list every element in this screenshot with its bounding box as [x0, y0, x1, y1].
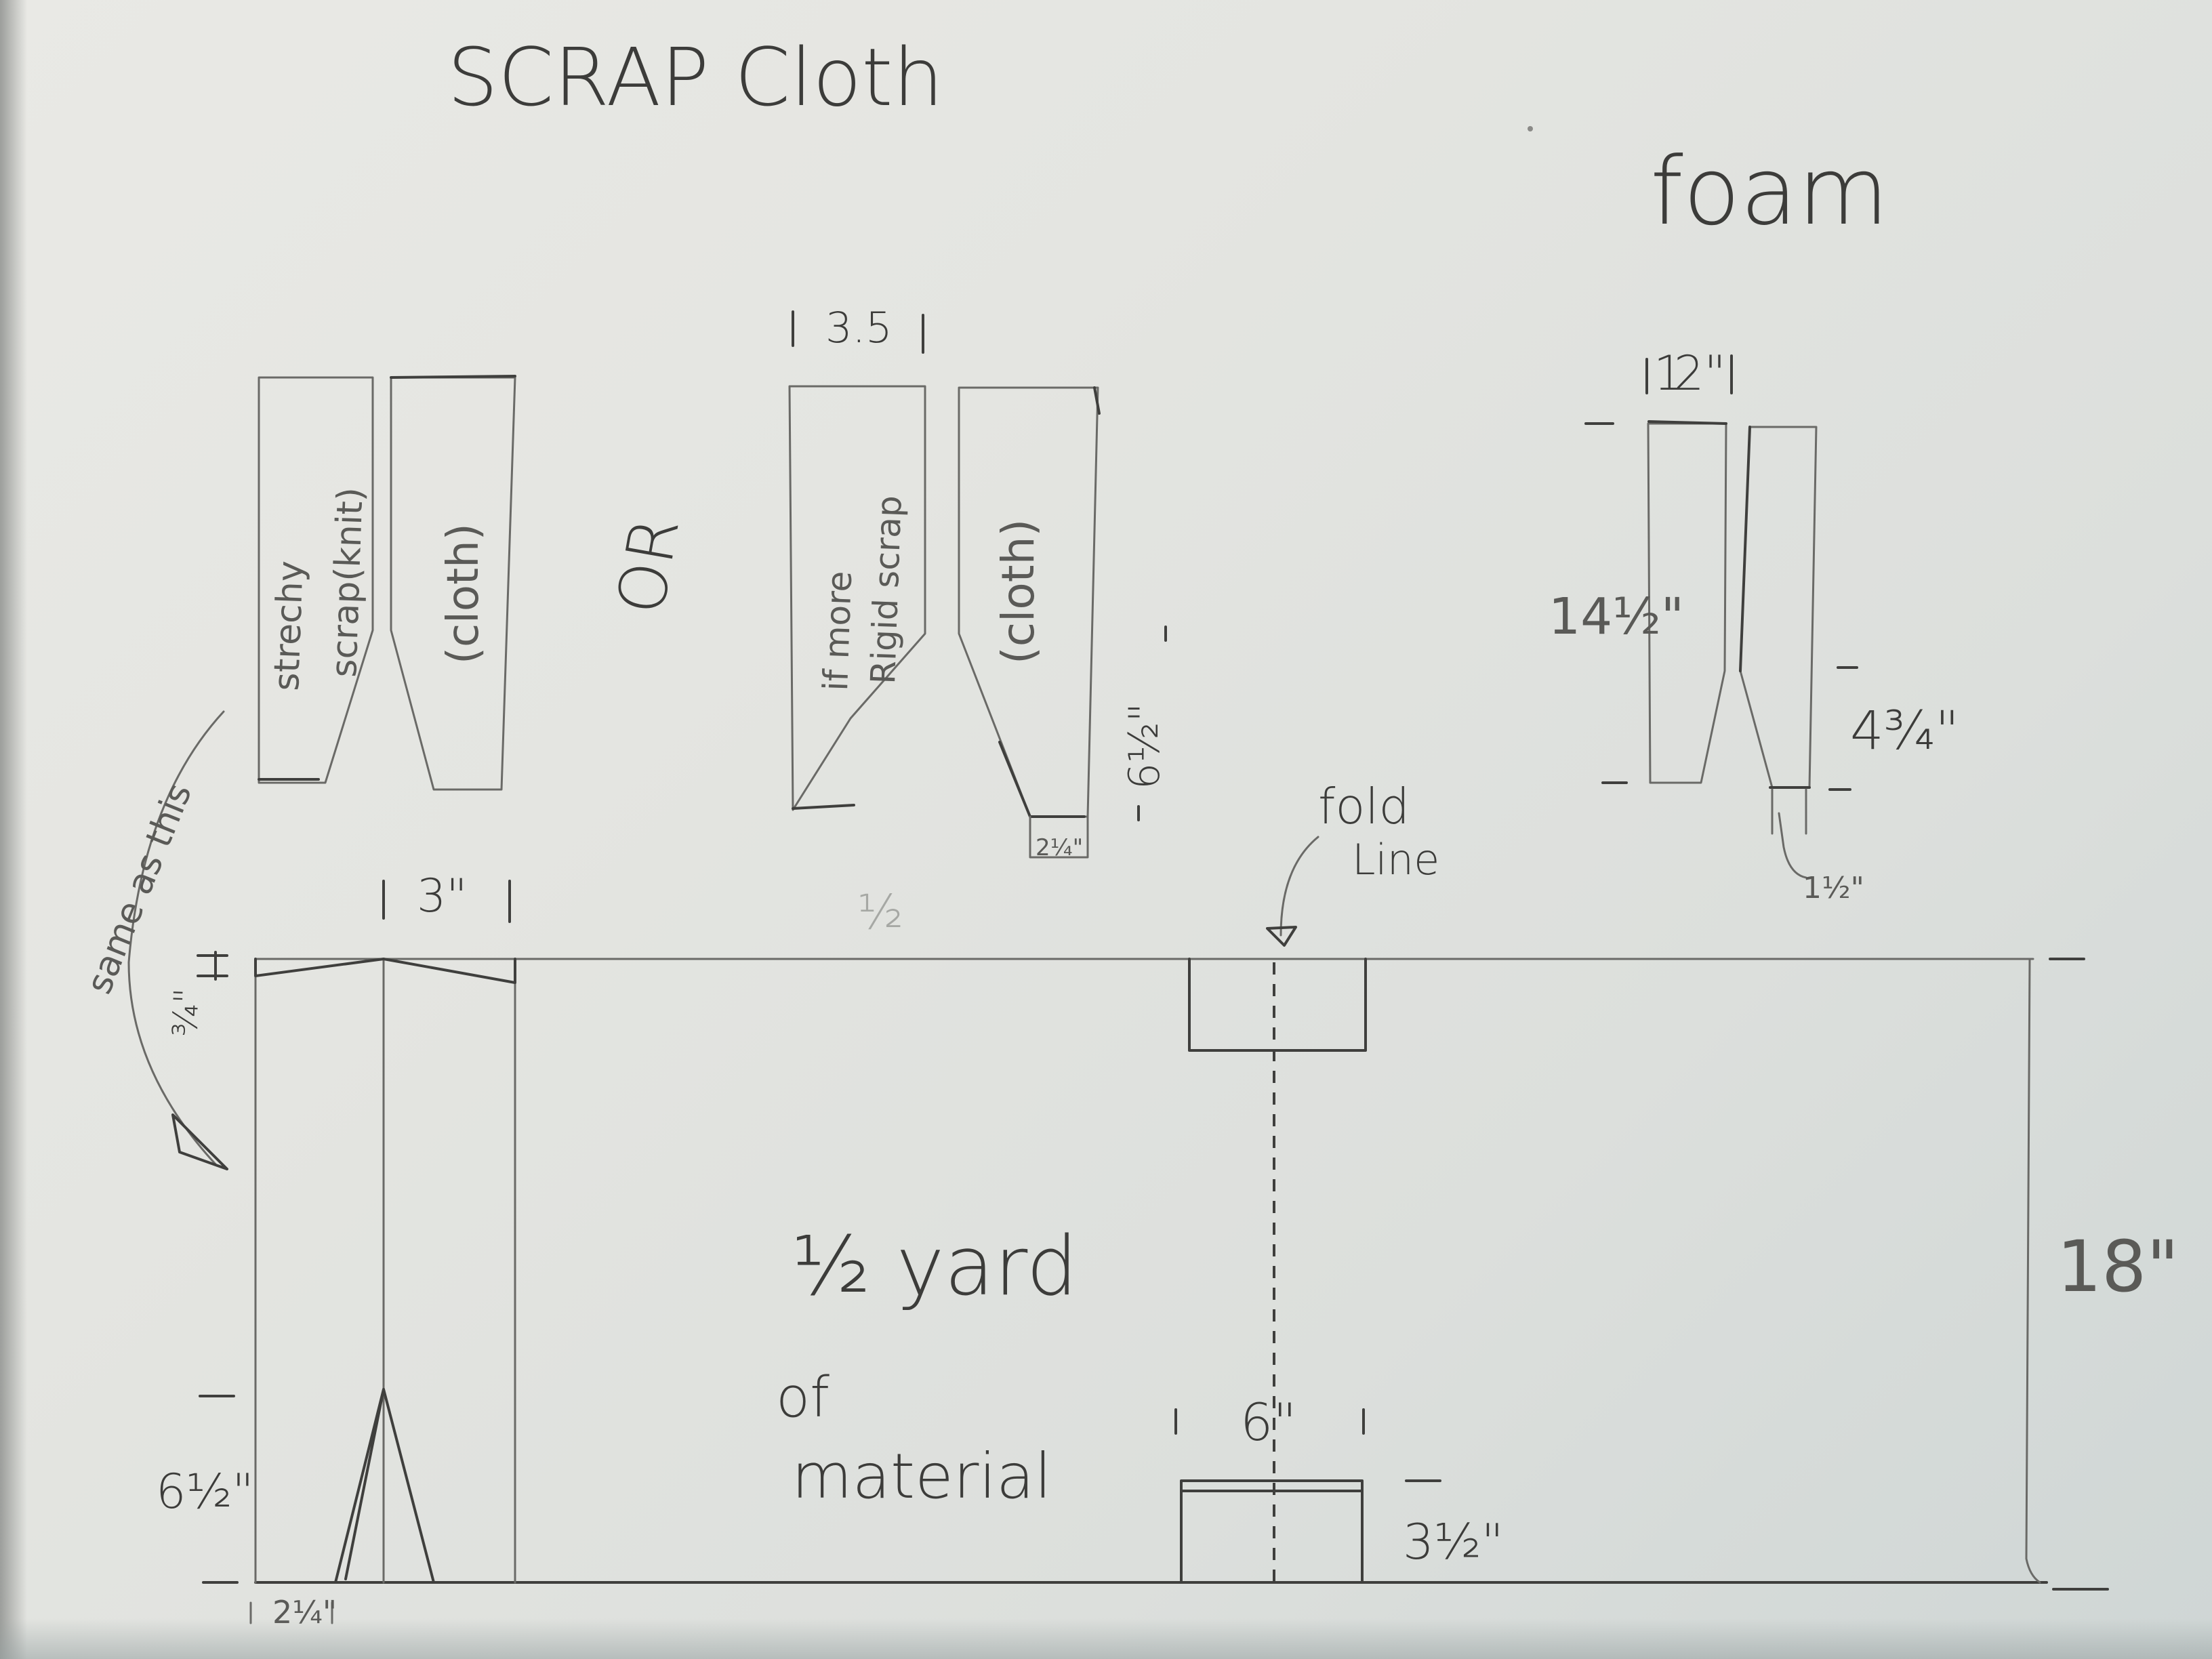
- fold-label-2: Line: [1352, 835, 1439, 884]
- stretchy-cloth-label: (cloth): [438, 523, 489, 664]
- strip-width-ticks: [382, 880, 511, 923]
- foam-width-label-1: 1: [1654, 346, 1684, 401]
- material-label-of: of: [776, 1366, 830, 1430]
- rigid-cloth-piece: [958, 386, 1101, 859]
- or-label: OR: [602, 512, 694, 620]
- bottom-pocket: [1180, 1479, 1364, 1584]
- rigid-height-label: 6½": [1120, 703, 1169, 790]
- bottom-edge-shadow: [0, 1618, 2212, 1659]
- rigid-scrap-piece: [788, 385, 926, 811]
- material-rectangle: [254, 958, 2048, 1584]
- slit-height-ticks: [199, 1395, 239, 1584]
- top-pocket: [1188, 958, 1367, 1052]
- material-height-label: 18": [2057, 1225, 2179, 1308]
- rigid-width-label: 3.5: [825, 303, 893, 352]
- top-margin-label: ¾": [165, 987, 206, 1037]
- same-as-this-label: same as this: [79, 778, 200, 1000]
- rigid-cloth-label: (cloth): [992, 519, 1044, 664]
- same-as-this-arrowhead: [171, 1113, 228, 1170]
- foam-piece-left: [1647, 420, 1727, 784]
- top-margin-ticks: [197, 951, 228, 981]
- material-label-half-yard: ½ yard: [792, 1220, 1078, 1314]
- same-as-this-arrow: [127, 710, 225, 1167]
- scrap-cloth-title: SCRAP Cloth: [447, 30, 943, 124]
- fold-line-arrowhead: [1266, 926, 1297, 947]
- faint-erased-mark: ½: [857, 884, 903, 940]
- strip-top-taper: [254, 958, 516, 984]
- foam-bottom-arrow: [1778, 812, 1807, 879]
- foam-height-label: 14½": [1549, 588, 1684, 646]
- rigid-bottom-label: 2¼": [1036, 834, 1083, 861]
- foam-width-label: 2": [1674, 346, 1726, 401]
- rigid-label-2: Rigid scrap: [863, 495, 909, 684]
- strip-slit: [334, 1388, 435, 1584]
- stretchy-label-knit: scrap(knit): [324, 487, 371, 678]
- foam-title: foam: [1650, 137, 1889, 246]
- stretchy-label: strechy: [266, 560, 312, 691]
- pocket-width-label: 6": [1240, 1392, 1296, 1452]
- foam-bottom-ticks: [1771, 788, 1807, 835]
- left-edge-shadow: [0, 0, 27, 1659]
- pocket-height-label: 3½": [1403, 1513, 1504, 1570]
- foam-taper-label: 4¾": [1850, 701, 1959, 762]
- paper-speck: [1528, 126, 1533, 131]
- fold-label-1: fold: [1318, 778, 1410, 835]
- material-label-material: material: [792, 1440, 1052, 1513]
- foam-bottom-label: 1½": [1803, 871, 1864, 905]
- strip-width-label: 3": [417, 869, 468, 923]
- stretchy-cloth-piece: [390, 375, 516, 791]
- fold-line-arrow: [1279, 836, 1319, 937]
- material-height-ticks: [2049, 958, 2109, 1591]
- rigid-label-1: if more: [816, 571, 859, 692]
- pocket-width-ticks: [1174, 1408, 1365, 1435]
- foam-piece-right: [1739, 426, 1818, 789]
- stretchy-scrap-piece: [258, 376, 374, 784]
- slit-height-label: 6½": [156, 1464, 254, 1519]
